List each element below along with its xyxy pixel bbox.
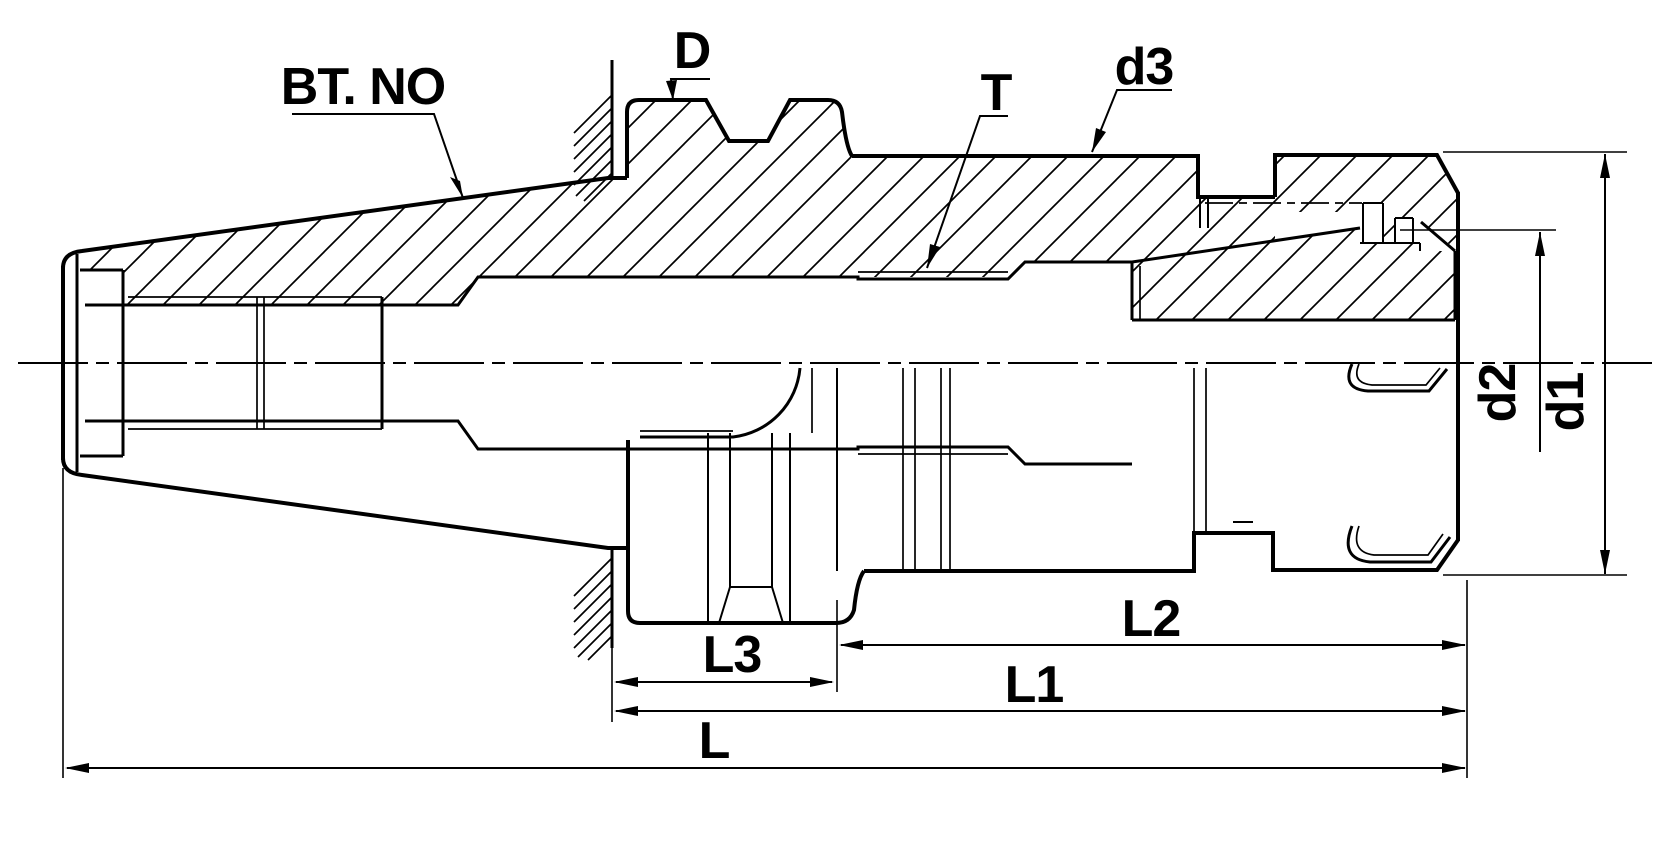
flange-v-groove-external: [707, 433, 791, 624]
dimension-l: L: [62, 468, 1466, 778]
callout-d: D: [666, 22, 711, 101]
label-flange-length: L3: [703, 626, 762, 684]
callout-d3: d3: [1091, 38, 1174, 153]
label-functional-length: L1: [1005, 656, 1064, 714]
nut-wrench-slots: [1346, 363, 1452, 564]
dimension-l3: L3: [611, 600, 838, 722]
upper-outline: [61, 98, 1460, 472]
taper-shank-top-edge: [61, 176, 627, 269]
body-end-face-lines: [1193, 368, 1253, 533]
label-shank-taper: BT. NO: [281, 58, 445, 116]
taper-shank-bottom-edge: [61, 457, 627, 550]
dimension-d1: d1: [1443, 151, 1627, 576]
dimension-l2: L2: [839, 580, 1468, 778]
nut-slot-lower: [1346, 525, 1452, 564]
nut-top-outline: [1273, 153, 1460, 197]
nut-front-chamfer: [1420, 220, 1456, 253]
internal-bore-upper: [80, 260, 1132, 456]
label-overall-length: L: [699, 712, 730, 770]
bore-profile-bottom: [85, 419, 1132, 466]
lower-outline: [61, 192, 1460, 625]
spindle-wall-top: [573, 60, 614, 202]
body-bottom-edge: [864, 531, 1460, 573]
spindle-wall-bottom: [573, 548, 614, 661]
label-projection-length: L2: [1122, 590, 1181, 648]
section-hatching: [80, 100, 1458, 320]
dimension-d2: d2: [1400, 229, 1556, 452]
callout-bt-no: BT. NO: [281, 58, 464, 199]
flange-drive-slot: [640, 367, 838, 571]
shank-flange-body-section: [80, 100, 1275, 305]
label-flange-diameter: D: [674, 22, 711, 80]
leader-arrow-t: [927, 244, 940, 268]
bore-profile-top: [85, 260, 1132, 307]
collet-taper-line: [1131, 226, 1361, 264]
internal-bore-lower: [80, 368, 1132, 570]
leader-arrow-d: [666, 80, 677, 100]
label-internal-thread: T: [981, 64, 1013, 122]
centerline: [18, 202, 1652, 364]
label-nose-diameter: d2: [1469, 364, 1527, 423]
flange-top-profile: [625, 98, 854, 178]
label-nut-diameter: d1: [1537, 373, 1595, 432]
nut-slot-upper: [1347, 363, 1449, 393]
leader-arrow-d3: [1092, 128, 1106, 152]
label-body-diameter: d3: [1115, 38, 1174, 96]
dimension-l1: L1: [614, 656, 1466, 716]
flange-bottom-profile: [626, 440, 866, 625]
callout-t: T: [926, 64, 1014, 269]
collet-and-nut-detail: [1130, 197, 1457, 322]
neck-relief-groove: [1199, 197, 1209, 228]
body-top-edge: [852, 154, 1275, 199]
leader-arrow-bt-no: [450, 177, 463, 198]
